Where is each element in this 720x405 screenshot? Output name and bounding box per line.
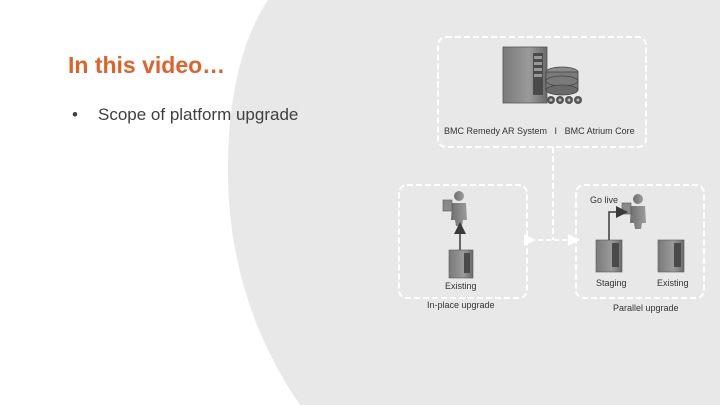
slide-title: In this video… bbox=[68, 52, 226, 78]
go-live-label: Go live bbox=[590, 195, 619, 205]
module-icons bbox=[547, 96, 582, 104]
server-icon bbox=[502, 46, 548, 104]
bullet-item: • Scope of platform upgrade bbox=[72, 105, 298, 125]
in-place-upgrade-caption: In-place upgrade bbox=[427, 300, 495, 310]
parallel-upgrade-caption: Parallel upgrade bbox=[613, 303, 679, 313]
staging-label: Staging bbox=[596, 278, 627, 288]
label-atrium: BMC Atrium Core bbox=[564, 126, 635, 136]
top-box bbox=[437, 36, 647, 148]
go-live-arrow bbox=[608, 206, 628, 240]
bullet-marker: • bbox=[72, 105, 78, 124]
staging-server-icon bbox=[595, 239, 623, 273]
database-icon bbox=[545, 66, 579, 96]
top-box-label: BMC Remedy AR System I BMC Atrium Core bbox=[444, 126, 635, 136]
admin-person-icon bbox=[442, 191, 467, 226]
label-remedy: BMC Remedy AR System bbox=[444, 126, 548, 136]
existing-server-icon bbox=[448, 249, 474, 279]
bullet-text: Scope of platform upgrade bbox=[98, 105, 299, 124]
label-separator: I bbox=[554, 126, 558, 136]
right-existing-label: Existing bbox=[657, 278, 689, 288]
left-existing-label: Existing bbox=[445, 281, 477, 291]
background-shape bbox=[228, 0, 720, 405]
existing-server-right-icon bbox=[657, 239, 685, 273]
